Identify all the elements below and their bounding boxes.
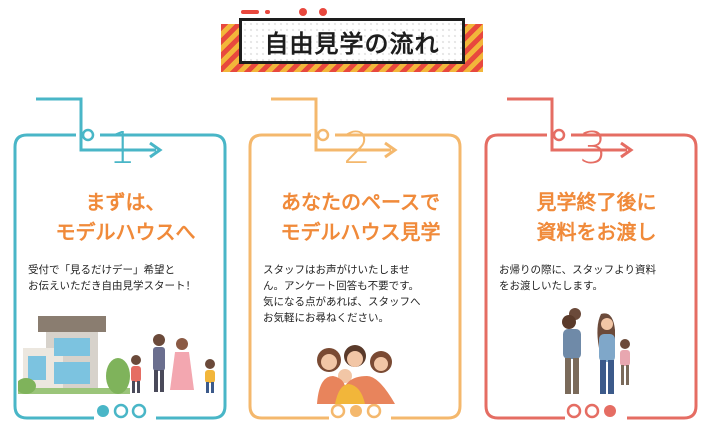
description-line: をお渡しいたします。 [499, 280, 603, 292]
heading-line: 資料をお渡し [536, 220, 657, 244]
banner-dash [241, 10, 259, 14]
step-number: 2 [343, 123, 371, 174]
title-banner: 自由見学の流れ [221, 8, 483, 76]
heading-line: 見学終了後に [536, 190, 657, 214]
description-line: スタッフはお声がけいたしませ [263, 264, 410, 276]
card-frame [248, 97, 462, 420]
banner-dot [319, 8, 327, 16]
heading-line: あなたのペースで [281, 190, 440, 214]
description-line: お気軽にお尋ねください。 [263, 312, 389, 324]
page-title: 自由見学の流れ [264, 29, 440, 58]
house-and-family-illustration [18, 316, 215, 394]
card-frame [484, 97, 698, 420]
step-heading: まずは、 モデルハウスへ [22, 187, 229, 247]
family-walking-illustration [562, 308, 630, 394]
banner-dot [299, 8, 307, 16]
banner-dash [265, 10, 270, 14]
heading-line: まずは、 [85, 190, 166, 214]
step-heading: あなたのペースで モデルハウス見学 [257, 187, 464, 247]
step-card-3: 3 見学終了後に 資料をお渡し お帰りの際に、スタッフより資料 をお渡しいたしま… [479, 0, 714, 435]
description-line: 受付で「見るだけデー」希望と [28, 264, 175, 276]
heading-line: モデルハウス見学 [280, 220, 441, 244]
description-line: ん。アンケート回答も不要です。 [263, 280, 420, 292]
description-line: お伝えいただき自由見学スタート！ [28, 280, 196, 292]
step-description: スタッフはお声がけいたしませ ん。アンケート回答も不要です。 気になる点があれば… [263, 262, 421, 326]
heading-line: モデルハウスへ [55, 220, 196, 244]
step-card-2: 2 あなたのペースで モデルハウス見学 スタッフはお声がけいたしませ ん。アンケ… [243, 0, 478, 435]
title-box: 自由見学の流れ [239, 18, 465, 64]
step-heading: 見学終了後に 資料をお渡し [493, 187, 700, 247]
description-line: お帰りの際に、スタッフより資料 [499, 264, 656, 276]
step-description: お帰りの際に、スタッフより資料 をお渡しいたします。 [499, 262, 656, 294]
step-description: 受付で「見るだけデー」希望と お伝えいただき自由見学スタート！ [28, 262, 196, 294]
happy-family-illustration [317, 345, 395, 404]
step-number: 1 [108, 123, 136, 174]
step-number: 3 [579, 123, 607, 174]
description-line: 気になる点があれば、スタッフへ [263, 296, 421, 308]
card-frame [13, 97, 227, 420]
step-card-1: 1 まずは、 モデルハウスへ 受付で「見るだけデー」希望と お伝えいただき自由見… [8, 0, 243, 435]
